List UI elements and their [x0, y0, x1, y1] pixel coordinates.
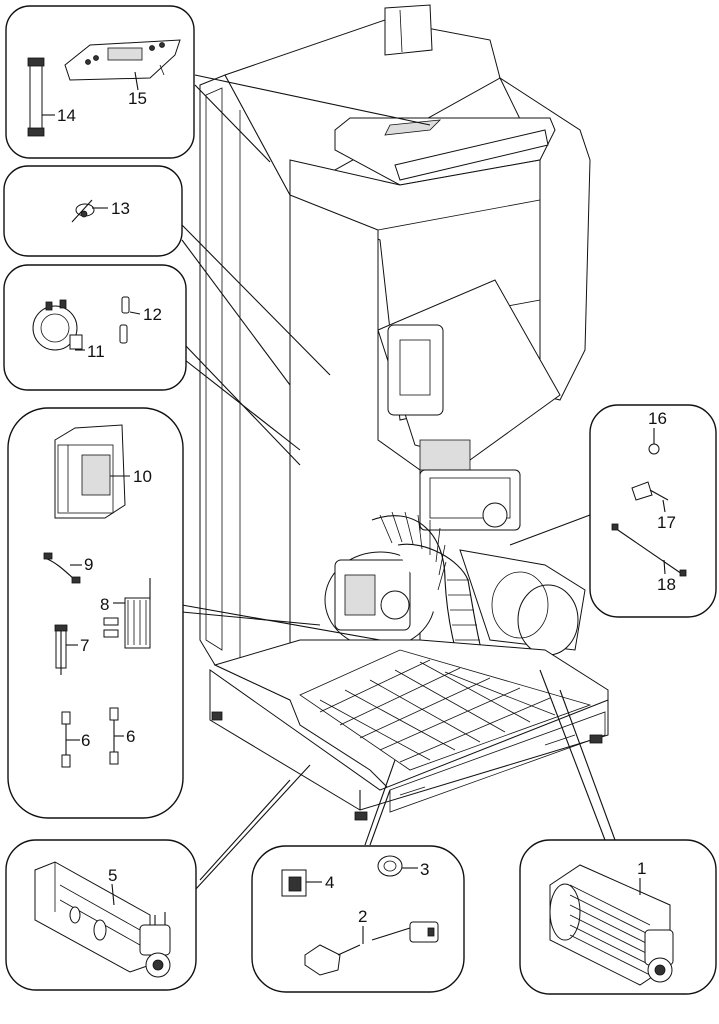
callout-2: 2 [358, 907, 367, 926]
callout-7: 7 [80, 636, 89, 655]
probe-part-18 [611, 523, 687, 577]
tangential-fan-part-5 [34, 861, 171, 978]
callout-box-control-panel: 14 15 [5, 5, 195, 159]
connector-part-12 [119, 296, 130, 344]
harness-part-7 [54, 624, 68, 675]
callout-16: 16 [648, 409, 667, 428]
callout-15: 15 [128, 89, 147, 108]
callout-14: 14 [57, 106, 76, 125]
callout-8: 8 [100, 595, 109, 614]
callout-box-power-parts: 4 3 2 [251, 845, 465, 993]
fuse-holder-part-3 [377, 855, 403, 877]
power-cord-part-2 [304, 921, 439, 976]
switch-part-4 [281, 869, 307, 897]
callout-10: 10 [133, 467, 152, 486]
callout-4: 4 [325, 873, 334, 892]
callout-3: 3 [420, 860, 429, 879]
callout-5: 5 [108, 866, 117, 885]
callout-6b: 6 [126, 727, 135, 746]
wire-part-9 [43, 552, 81, 584]
callout-box-electronics: 10 9 8 7 [7, 407, 184, 819]
callout-18: 18 [657, 575, 676, 594]
callout-13: 13 [111, 199, 130, 218]
callout-box-tangential-fan-left: 5 [5, 839, 197, 991]
callout-box-pressure-switch: 12 11 [3, 264, 187, 391]
display-bracket-part-14 [27, 57, 45, 137]
control-board-part-10 [54, 424, 126, 519]
callout-box-sensors-right: 16 17 18 [589, 404, 717, 618]
callout-1: 1 [637, 859, 646, 878]
cable-part-6b [109, 707, 119, 765]
callout-12: 12 [143, 305, 162, 324]
control-display-part-15 [64, 39, 181, 81]
harness-part-8 [103, 578, 151, 649]
cap-part-16 [648, 443, 660, 455]
pressure-switch-part-11 [32, 299, 83, 351]
callout-9: 9 [84, 555, 93, 574]
callout-17: 17 [657, 513, 676, 532]
callout-box-tangential-fan-right: 1 [519, 839, 717, 995]
stove-body [199, 4, 609, 821]
cable-part-6a [61, 711, 71, 768]
probe-part-13 [71, 199, 95, 223]
leader-lines [181, 74, 616, 891]
callout-6a: 6 [81, 731, 90, 750]
callout-box-sensor: 13 [3, 165, 183, 257]
callout-11: 11 [87, 342, 105, 361]
thermostat-part-17 [631, 481, 669, 501]
